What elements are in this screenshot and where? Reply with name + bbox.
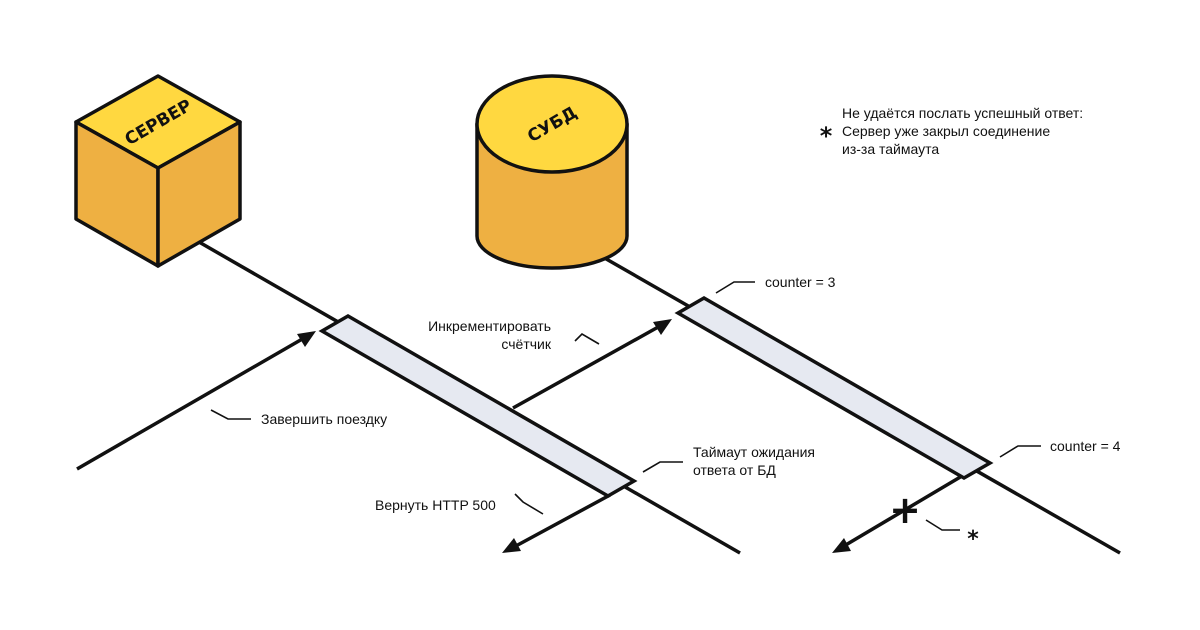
- failed-marker-icon: +: [889, 488, 921, 532]
- leader-line: [642, 461, 683, 473]
- increment-label-line1: Инкрементировать: [428, 318, 551, 334]
- dbms-activation-bar: [674, 295, 994, 481]
- server-activation-bar: [318, 313, 638, 499]
- server-node: СЕРВЕР: [74, 74, 242, 268]
- footnote-line1: Не удаётся послать успешный ответ:: [842, 105, 1083, 121]
- timeout-label-line1: Таймаут ожидания: [693, 444, 815, 460]
- increment-arrow: [512, 324, 661, 410]
- finish-trip-arrow: [76, 336, 305, 471]
- arrowhead-icon: [297, 331, 316, 347]
- leader-line: [574, 332, 600, 345]
- arrowhead-icon: [502, 538, 521, 553]
- footnote-star-icon: *: [820, 122, 833, 150]
- leader-line: [715, 281, 755, 294]
- leader-line: [210, 409, 251, 420]
- leader-line: [514, 493, 544, 515]
- footnote-line3: из-за таймаута: [842, 141, 939, 157]
- arrowhead-icon: [653, 319, 672, 335]
- counter-before-label: counter = 3: [765, 274, 836, 290]
- footnote-line2: Сервер уже закрыл соединение: [842, 123, 1050, 139]
- leader-line: [925, 519, 960, 531]
- dbms-node: СУБД: [475, 74, 629, 270]
- arrowhead-icon: [832, 538, 851, 553]
- failed-response-arrow: [843, 474, 963, 548]
- return-500-label: Вернуть HTTP 500: [375, 497, 496, 513]
- timeout-label-line2: ответа от БД: [693, 462, 776, 478]
- increment-label-line2: счётчик: [501, 336, 551, 352]
- leader-line: [999, 445, 1041, 458]
- counter-after-label: counter = 4: [1050, 438, 1121, 454]
- return-500-arrow: [513, 493, 611, 549]
- footnote-marker-icon: *: [967, 527, 979, 552]
- finish-trip-label: Завершить поездку: [261, 411, 387, 427]
